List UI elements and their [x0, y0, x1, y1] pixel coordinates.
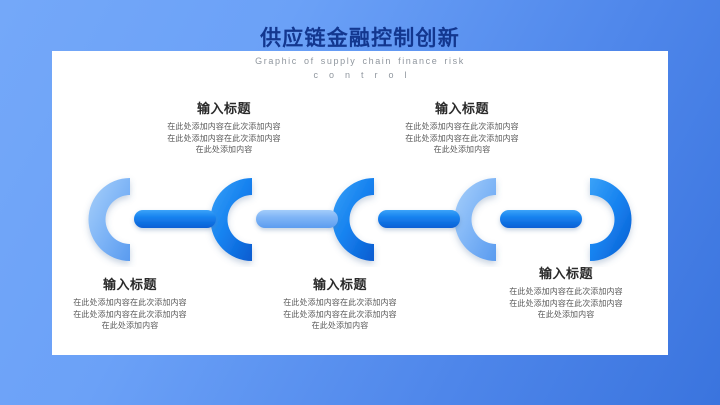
callout-body-line-1: 在此处添加内容在此次添加内容 — [405, 122, 519, 131]
callout-body-line-2: 在此处添加内容在此次添加内容 — [73, 309, 187, 319]
callout-title: 输入标题 — [434, 101, 489, 116]
callout-body-line-2: 在此处添加内容在此次添加内容 — [405, 133, 519, 143]
callout-body-line-3: 在此处添加内容 — [537, 310, 595, 319]
page-title: 供应链金融控制创新 — [260, 27, 460, 50]
callout-body-line-1: 在此处添加内容在此次添加内容 — [167, 122, 281, 131]
chain-links-group — [88, 178, 632, 261]
callout-body-line-3: 在此处添加内容 — [101, 321, 159, 330]
callout-title: 输入标题 — [196, 101, 251, 116]
callout-title: 输入标题 — [102, 277, 157, 292]
chain-link-4 — [454, 178, 496, 261]
chain-link-diagram — [72, 172, 648, 267]
callout-body-line-1: 在此处添加内容在此次添加内容 — [283, 298, 397, 307]
callout-body-line-3: 在此处添加内容 — [311, 321, 369, 330]
callout-body-line-2: 在此处添加内容在此次添加内容 — [509, 298, 623, 308]
callout-top-left: 输入标题 在此处添加内容在此次添加内容 在此处添加内容在此次添加内容 在此处添加… — [136, 100, 312, 156]
chain-link-3 — [332, 178, 374, 261]
chain-connector-3 — [378, 210, 460, 228]
chain-connectors-group — [134, 210, 582, 228]
callout-body-line-3: 在此处添加内容 — [433, 145, 491, 154]
chain-link-1 — [88, 178, 130, 261]
callout-title: 输入标题 — [538, 266, 593, 281]
chain-connector-1 — [134, 210, 216, 228]
callout-bottom-center: 输入标题 在此处添加内容在此次添加内容 在此处添加内容在此次添加内容 在此处添加… — [252, 276, 428, 332]
callout-body-line-2: 在此处添加内容在此次添加内容 — [167, 133, 281, 143]
callout-bottom-right: 输入标题 在此处添加内容在此次添加内容 在此处添加内容在此次添加内容 在此处添加… — [478, 265, 654, 321]
callout-bottom-left: 输入标题 在此处添加内容在此次添加内容 在此处添加内容在此次添加内容 在此处添加… — [42, 276, 218, 332]
callout-title: 输入标题 — [312, 277, 367, 292]
callout-body-line-1: 在此处添加内容在此次添加内容 — [73, 298, 187, 307]
callout-body-line-1: 在此处添加内容在此次添加内容 — [509, 287, 623, 296]
callout-top-right: 输入标题 在此处添加内容在此次添加内容 在此处添加内容在此次添加内容 在此处添加… — [374, 100, 550, 156]
chain-link-2 — [210, 178, 252, 261]
callout-body-line-2: 在此处添加内容在此次添加内容 — [283, 309, 397, 319]
callout-body-line-3: 在此处添加内容 — [195, 145, 253, 154]
content-card — [52, 51, 668, 355]
chain-connector-4 — [500, 210, 582, 228]
chain-connector-2 — [256, 210, 338, 228]
chain-link-5 — [590, 178, 632, 261]
